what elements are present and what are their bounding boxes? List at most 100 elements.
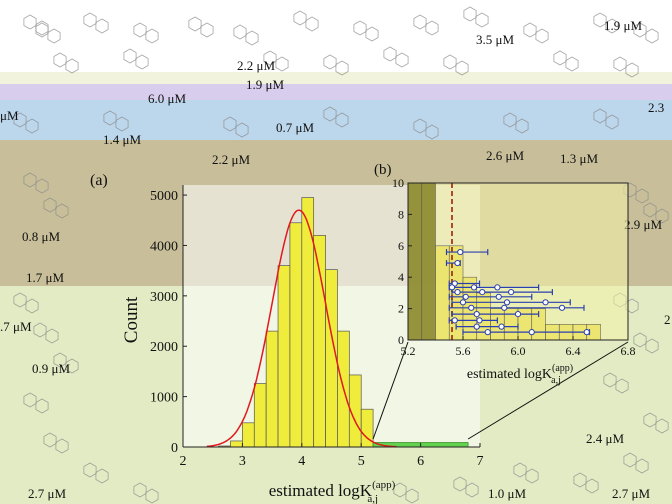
- inset-y-tick-label: 2: [398, 302, 404, 316]
- molecule-ring: [45, 328, 59, 344]
- molecule-ring: [23, 14, 37, 30]
- interval-point: [495, 293, 502, 300]
- concentration-label: 2.4 μM: [586, 431, 624, 446]
- molecule-ring: [43, 197, 57, 213]
- molecule-ring: [65, 58, 79, 74]
- molecule-ring: [200, 22, 214, 38]
- interval-point: [473, 323, 480, 330]
- y-tick-label: 3000: [150, 290, 178, 305]
- concentration-label: 0.9 μM: [32, 361, 70, 376]
- molecule-ring: [35, 398, 49, 414]
- inset-x-tick-label: 5.2: [401, 344, 416, 358]
- y-tick-label: 1000: [150, 391, 178, 406]
- molecule-ring: [263, 50, 277, 66]
- molecule-ring: [413, 118, 427, 134]
- molecule-ring: [133, 22, 147, 38]
- molecule-ring: [515, 118, 529, 134]
- molecule-ring: [103, 110, 117, 126]
- inset-histogram-bar: [407, 182, 423, 341]
- molecule-ring: [553, 50, 567, 66]
- concentration-label: 2.3: [648, 100, 664, 115]
- concentration-label: 1.9 μM: [604, 18, 642, 33]
- interval-point: [558, 304, 566, 311]
- molecule-ring: [83, 462, 97, 478]
- molecule-ring: [605, 18, 619, 34]
- interval-point: [454, 289, 461, 296]
- inset-histogram-bar: [435, 245, 450, 341]
- inset-x-tick-label: 5.6: [456, 344, 471, 358]
- concentration-label: 2.9 μM: [624, 217, 662, 232]
- molecule-ring: [188, 16, 202, 32]
- molecule-ring: [13, 292, 27, 308]
- inset-x-axis-label-sup: (app): [552, 363, 573, 374]
- molecule-ring: [525, 468, 539, 484]
- molecule-ring: [593, 12, 607, 28]
- molecule-ring: [233, 24, 247, 40]
- inset-y-tick-label: 10: [392, 176, 404, 190]
- molecule-ring: [47, 28, 61, 44]
- x-tick-label: 4: [298, 454, 305, 469]
- molecule-ring: [655, 208, 669, 224]
- concentration-label: 2.6 μM: [486, 148, 524, 163]
- molecule-ring: [245, 30, 259, 46]
- concentration-label: 2.7 μM: [612, 486, 650, 501]
- interval-point: [476, 317, 483, 324]
- zoom-connector-right: [467, 341, 629, 440]
- bg-band-cream: [0, 72, 672, 84]
- concentration-label: μM: [0, 108, 19, 123]
- molecule-ring: [35, 178, 49, 194]
- molecule-ring: [25, 118, 39, 134]
- molecule-ring: [323, 54, 337, 70]
- histogram-bar: [242, 422, 255, 448]
- molecule-ring: [655, 418, 669, 434]
- molecule-ring: [503, 112, 517, 128]
- molecule-ring: [615, 378, 629, 394]
- interval-point: [468, 304, 475, 311]
- concentration-label: 3.5 μM: [476, 32, 514, 47]
- molecule-ring: [33, 322, 47, 338]
- molecule-ring: [43, 432, 57, 448]
- x-axis-label-sup: (app): [372, 479, 396, 491]
- inset-x-tick-label: 6.0: [511, 344, 526, 358]
- x-tick-label: 6: [417, 454, 424, 469]
- molecule-ring: [523, 22, 537, 38]
- molecule-ring: [23, 172, 37, 188]
- molecule-ring: [293, 10, 307, 26]
- molecule-ring: [83, 12, 97, 28]
- molecule-ring: [633, 332, 647, 348]
- inset-y-tick-label: 6: [398, 239, 404, 253]
- molecule-ring: [393, 482, 407, 498]
- molecule-ring: [115, 116, 129, 132]
- molecule-ring: [145, 488, 159, 504]
- interval-point: [498, 323, 505, 330]
- interval-point: [514, 310, 522, 318]
- interval-point: [470, 284, 478, 291]
- molecule-ring: [633, 22, 647, 38]
- molecule-ring: [635, 188, 649, 204]
- molecule-ring: [335, 112, 349, 128]
- molecule-ring: [465, 482, 479, 498]
- molecule-ring: [395, 52, 409, 68]
- molecule-ring: [425, 20, 439, 36]
- molecule-ring: [513, 462, 527, 478]
- molecule-ring: [55, 203, 69, 219]
- interval-point: [454, 259, 461, 267]
- molecule-ring: [425, 124, 439, 140]
- concentration-label: 2.2 μM: [212, 152, 250, 167]
- histogram-bar: [253, 383, 267, 448]
- interval-point: [451, 317, 458, 324]
- concentration-label: 0.7 μM: [276, 120, 314, 135]
- x-tick-label: 5: [358, 454, 365, 469]
- molecule-ring: [565, 56, 579, 72]
- molecule-ring: [135, 54, 149, 70]
- x-axis-label-sub: a,j: [367, 493, 378, 504]
- molecule-ring: [603, 372, 617, 388]
- molecule-ring: [613, 56, 627, 72]
- molecule-ring: [643, 412, 657, 428]
- concentration-label: 2.7 μM: [28, 486, 66, 501]
- inset-y-tick-label: 0: [398, 333, 404, 347]
- y-axis-label: Count: [121, 296, 142, 343]
- molecule-ring: [635, 458, 649, 474]
